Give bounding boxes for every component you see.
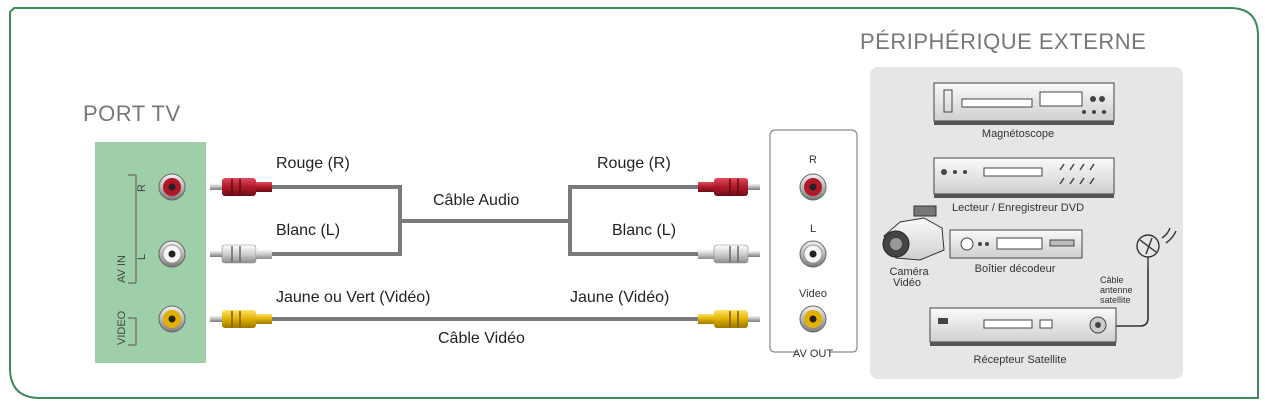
plug-white-left <box>210 244 272 264</box>
camcorder-label-2: Vidéo <box>893 277 921 289</box>
antenna-cable-label-2: antenne <box>1100 285 1133 295</box>
tv-port-panel <box>95 142 206 363</box>
av-out-r-label: R <box>809 154 817 166</box>
label-red-left: Rouge (R) <box>276 155 350 172</box>
av-out-title: AV OUT <box>793 348 833 360</box>
camcorder-label-1: Caméra <box>889 266 929 278</box>
external-device-title: PÉRIPHÉRIQUE EXTERNE <box>860 29 1146 54</box>
av-out-panel <box>769 129 858 353</box>
satellite-dish-icon <box>1136 227 1177 268</box>
plug-red-left <box>210 178 272 196</box>
dvd-recorder-label: Lecteur / Enregistreur DVD <box>952 202 1084 214</box>
label-yellow-right: Jaune (Vidéo) <box>570 289 669 306</box>
av-in-label: AV IN <box>116 255 128 283</box>
label-yellow-left: Jaune ou Vert (Vidéo) <box>276 289 430 306</box>
av-out-video-label: Video <box>799 288 827 300</box>
satellite-receiver-icon <box>929 307 1117 346</box>
vcr-device-icon <box>933 82 1115 125</box>
plug-red-right <box>698 178 760 196</box>
audio-cable-label: Câble Audio <box>433 192 519 209</box>
vcr-label: Magnétoscope <box>982 128 1054 140</box>
external-device-panel <box>870 67 1183 379</box>
video-label: VIDEO <box>116 310 128 345</box>
audio-cable-wires <box>272 185 698 256</box>
label-red-right: Rouge (R) <box>597 155 671 172</box>
video-cable-label: Câble Vidéo <box>438 330 525 347</box>
av-in-bracket <box>128 174 137 346</box>
label-white-left: Blanc (L) <box>276 222 340 239</box>
av-out-jack-yellow[interactable] <box>799 305 827 333</box>
plug-white-right <box>698 244 760 264</box>
set-top-box-icon <box>949 229 1083 259</box>
tv-jack-white[interactable] <box>158 240 186 268</box>
tv-jack-r-label: R <box>136 184 148 192</box>
set-top-box-label: Boîtier décodeur <box>975 263 1056 275</box>
tv-jack-red[interactable] <box>158 173 186 201</box>
antenna-cable-line <box>1116 268 1149 327</box>
label-white-right: Blanc (L) <box>612 222 676 239</box>
av-out-jack-red[interactable] <box>799 173 827 201</box>
camcorder-icon <box>882 205 945 261</box>
plug-yellow-right <box>698 310 760 328</box>
outer-frame <box>9 7 1259 399</box>
dvd-recorder-icon <box>933 157 1115 198</box>
antenna-cable-label-3: satellite <box>1100 295 1131 305</box>
antenna-cable-label-1: Câble <box>1100 275 1124 285</box>
av-out-jack-white[interactable] <box>799 240 827 268</box>
tv-port-title: PORT TV <box>83 101 181 126</box>
plug-yellow-left <box>210 310 272 328</box>
tv-jack-l-label: L <box>136 254 148 260</box>
satellite-receiver-label: Récepteur Satellite <box>974 354 1067 366</box>
av-out-l-label: L <box>810 223 816 235</box>
tv-jack-yellow[interactable] <box>158 305 186 333</box>
